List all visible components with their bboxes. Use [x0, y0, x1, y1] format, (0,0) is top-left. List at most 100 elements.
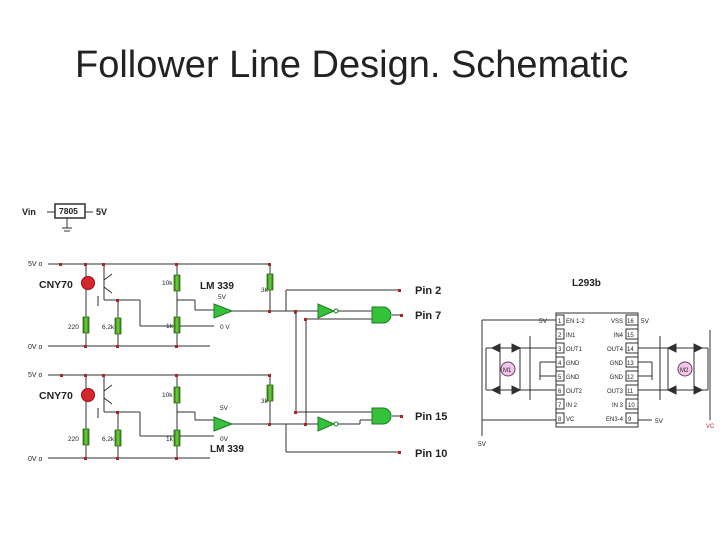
bottom-lm339-label: LM 339	[210, 444, 244, 455]
l293-pin-number: 4	[558, 361, 562, 367]
junction-dots	[59, 263, 403, 460]
resistor-1k-bottom	[173, 429, 181, 447]
l293-chip	[555, 312, 639, 428]
resistor-3k-bottom	[266, 384, 274, 402]
l293-pin-number: 11	[627, 389, 634, 395]
motor-m1-icon	[500, 361, 516, 377]
l293-pin-number: 13	[627, 361, 634, 367]
bottom-6k2-label: 6.2k	[102, 436, 115, 443]
l293-pin-number: 6	[558, 389, 562, 395]
l293-pin-number: 8	[558, 417, 562, 423]
l293-pin-name: GND	[610, 361, 624, 367]
and-gate-top	[371, 306, 392, 324]
top-0v-label: 0V o	[28, 344, 43, 351]
top-1k-label: 1k	[166, 323, 174, 330]
bottom-cny70-label: CNY70	[39, 390, 73, 402]
regulator-7805	[47, 203, 93, 232]
motor-m2-label: M2	[680, 368, 689, 374]
l293-pin-number: 7	[558, 403, 562, 409]
top-cny70-label: CNY70	[39, 279, 73, 291]
top-lm339-label: LM 339	[200, 281, 234, 292]
regulator-part-label: 7805	[59, 206, 78, 216]
resistor-10k-top	[173, 274, 181, 292]
slide-title: Follower Line Design. Schematic	[75, 44, 629, 86]
l293-pin-name: IN1	[566, 333, 576, 339]
l293-pin-number: 5	[558, 375, 562, 381]
bottom-220-label: 220	[68, 436, 79, 443]
l293-vc-label: VC	[706, 424, 715, 430]
bottom-1k-label: 1k	[166, 436, 174, 443]
pin-15-label: Pin 15	[415, 411, 447, 423]
l293-pin-name: IN4	[614, 333, 624, 339]
l293-wiring	[481, 319, 711, 436]
l293-title: L293b	[572, 278, 601, 289]
cny70-led-bottom	[81, 388, 95, 402]
motor-m2-icon	[677, 361, 693, 377]
l293-pin-name: GND	[610, 375, 624, 381]
pin-7-label: Pin 7	[415, 310, 441, 322]
l293-pin-number: 3	[558, 347, 562, 353]
top-comp-0v-label: 0 V	[220, 324, 230, 331]
l293-right-pin-names: VSS IN4 OUT4 GND GND OUT3 IN 3 EN3-4	[606, 319, 624, 423]
pin-2-label: Pin 2	[415, 285, 441, 297]
pin-10-label: Pin 10	[415, 448, 447, 460]
l293-pin-name: EN 1-2	[566, 319, 585, 325]
resistor-6k2-top	[114, 317, 122, 335]
bottom-comp-5v-label: 5V	[220, 405, 229, 412]
bottom-5v-label: 5V o	[28, 372, 43, 379]
top-10k-label: 10k	[162, 280, 173, 287]
l293-pin-name: EN3-4	[606, 417, 624, 423]
l293-5v-left-label: 5V	[539, 318, 548, 325]
bottom-3k-label: 3k	[261, 398, 269, 405]
motor-m1-label: M1	[503, 368, 512, 374]
l293-pin-name: GND	[566, 361, 580, 367]
resistor-10k-bottom	[173, 386, 181, 404]
l293-pin-number: 16	[627, 319, 634, 325]
and-gate-bottom	[371, 407, 392, 425]
resistor-220-bottom	[82, 428, 90, 446]
l293-pin-name: OUT1	[566, 347, 583, 353]
l293-pin-number: 10	[628, 403, 635, 409]
bottom-10k-label: 10k	[162, 392, 173, 399]
l293-pin-name: OUT3	[607, 389, 624, 395]
l293-pin-number: 15	[627, 333, 634, 339]
resistor-3k-top	[266, 273, 274, 291]
l293-pin-name: IN 3	[612, 403, 624, 409]
inverter-bottom	[317, 416, 339, 432]
l293-pin-number: 9	[628, 417, 632, 423]
l293-pin-number: 14	[627, 347, 634, 353]
l293-pin-name: VSS	[611, 319, 623, 325]
l293-5v-bottom-label: 5V	[478, 441, 487, 448]
sensor-stage-bottom	[48, 374, 296, 459]
regulator-vin-label: Vin	[22, 207, 36, 217]
l293-right-pin-numbers: 16 15 14 13 12 11 10 9	[627, 319, 635, 423]
l293-pin-name: IN 2	[566, 403, 578, 409]
l293-pin-name: OUT4	[607, 347, 624, 353]
sensor-stage-top	[48, 263, 296, 347]
comparator-bottom	[213, 416, 234, 432]
top-5v-label: 5V o	[28, 261, 43, 268]
regulator-out-label: 5V	[96, 207, 107, 217]
l293-pin-name: GND	[566, 375, 580, 381]
resistor-1k-top	[173, 316, 181, 334]
comparator-top	[213, 303, 234, 319]
resistors	[82, 273, 274, 447]
cny70-led-top	[81, 276, 95, 290]
l293-left-pin-numbers: 1 2 3 4 5 6 7 8	[558, 319, 562, 423]
l293-pin-name: VC	[566, 417, 575, 423]
l293-left-pin-names: EN 1-2 IN1 OUT1 GND GND OUT2 IN 2 VC	[566, 319, 585, 423]
top-comp-5v-label: 5V	[218, 294, 227, 301]
bottom-comp-0v-label: 0V	[220, 436, 229, 443]
l293-5v-right-label: 5V	[641, 318, 650, 325]
l293-pin-number: 12	[627, 375, 634, 381]
top-3k-label: 3k	[261, 287, 269, 294]
l293-pin-number: 1	[558, 319, 562, 325]
resistor-6k2-bottom	[114, 429, 122, 447]
top-6k2-label: 6.2k	[102, 324, 115, 331]
bottom-0v-label: 0V o	[28, 456, 43, 463]
l293-5v-bottom-right-label: 5V	[655, 418, 664, 425]
logic-network	[285, 289, 402, 453]
l293-pin-name: OUT2	[566, 389, 583, 395]
top-220-label: 220	[68, 324, 79, 331]
